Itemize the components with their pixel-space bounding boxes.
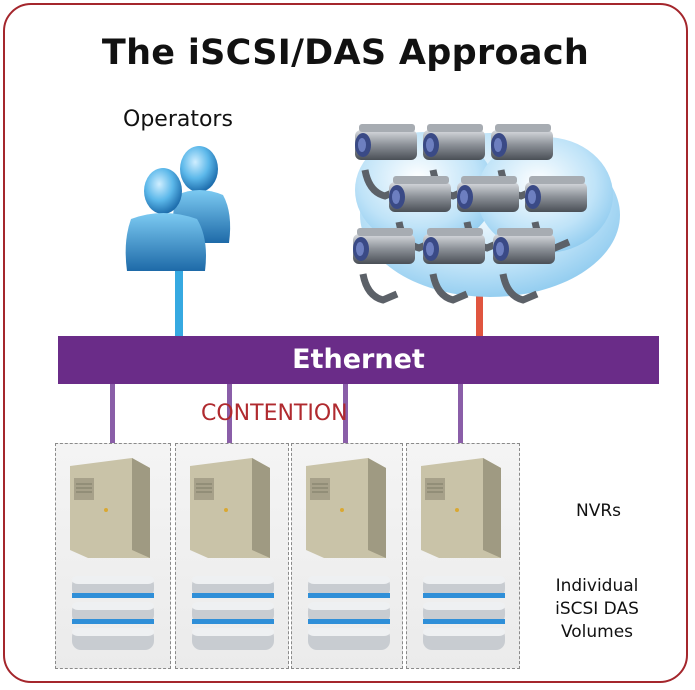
diagram-title: The iSCSI/DAS Approach <box>101 33 590 73</box>
nvr-link-3 <box>343 384 348 446</box>
camera-icon <box>353 228 415 300</box>
server-tower-icon <box>70 458 150 558</box>
operators-label: Operators <box>123 107 233 132</box>
nvr-unit-4 <box>406 443 520 669</box>
server-tower-icon <box>190 458 270 558</box>
server-tower-icon <box>306 458 386 558</box>
volumes-label-line-1: Individual <box>555 576 639 596</box>
disk-volume-icon <box>423 602 505 624</box>
disk-volume-icon <box>192 576 274 598</box>
disk-volume-icon <box>423 628 505 650</box>
disk-volume-icon <box>72 576 154 598</box>
diagram-frame: The iSCSI/DAS Approach Operators <box>3 3 688 683</box>
nvr-link-4 <box>458 384 463 446</box>
volumes-label-line-3: Volumes <box>560 622 634 642</box>
contention-label: CONTENTION <box>201 401 348 426</box>
nvr-unit-2 <box>175 443 289 669</box>
volumes-label-line-2: iSCSI DAS <box>555 599 639 619</box>
server-tower-icon <box>421 458 501 558</box>
nvr-unit-1 <box>55 443 171 669</box>
disk-volume-icon <box>192 628 274 650</box>
operators-icon <box>125 146 231 338</box>
disk-volume-icon <box>308 576 390 598</box>
ethernet-bus: Ethernet <box>58 336 659 384</box>
nvr-link-2 <box>227 384 232 446</box>
disk-volume-icon <box>72 602 154 624</box>
volumes-label: Individual iSCSI DAS Volumes <box>537 575 657 644</box>
nvrs-label: NVRs <box>576 501 622 521</box>
disk-volume-icon <box>308 602 390 624</box>
disk-volume-icon <box>308 628 390 650</box>
disk-volume-icon <box>423 576 505 598</box>
disk-volume-icon <box>72 628 154 650</box>
disk-volume-icon <box>192 602 274 624</box>
nvr-link-1 <box>110 384 115 446</box>
camera-cluster <box>345 100 620 340</box>
nvr-unit-3 <box>291 443 403 669</box>
